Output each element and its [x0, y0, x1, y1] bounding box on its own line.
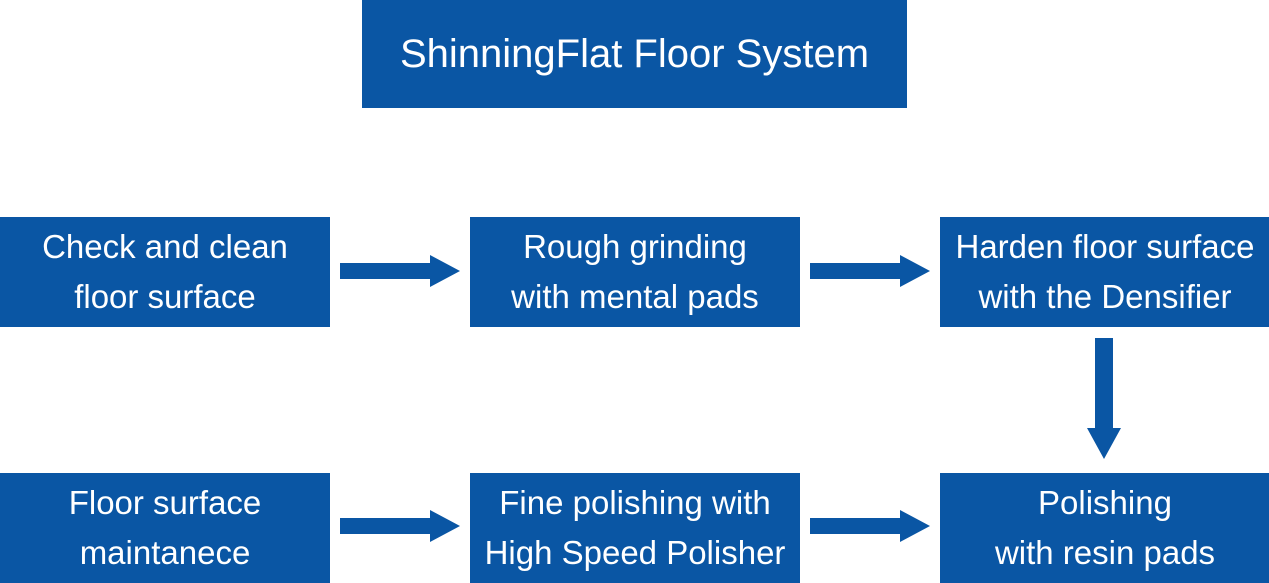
- step-line-1: Check and clean: [42, 228, 288, 265]
- step-maintenance: Floor surface maintanece: [0, 473, 330, 583]
- step-check-and-clean: Check and clean floor surface: [0, 217, 330, 327]
- step-text: Rough grinding with mental pads: [511, 222, 759, 322]
- diagram-title-text: ShinningFlat Floor System: [399, 31, 870, 76]
- step-line-1: Rough grinding: [523, 228, 747, 265]
- step-text: Floor surface maintanece: [69, 478, 262, 578]
- step-rough-grinding: Rough grinding with mental pads: [470, 217, 800, 327]
- diagram-title: ShinningFlat Floor System: [362, 0, 907, 108]
- step-line-1: Floor surface: [68, 484, 262, 521]
- step-line-2: with mental pads: [511, 278, 759, 315]
- step-line-2: floor surface: [74, 278, 256, 315]
- step-line-1: Harden floor surface: [955, 228, 1255, 265]
- step-line-2: maintanece: [79, 534, 251, 571]
- step-line-2: with the Densifier: [978, 278, 1232, 315]
- arrow-right-icon: [340, 510, 460, 542]
- step-text: Check and clean floor surface: [42, 222, 288, 322]
- arrow-right-icon: [810, 510, 930, 542]
- step-text: Fine polishing with High Speed Polisher: [485, 478, 786, 578]
- step-polishing-resin: Polishing with resin pads: [940, 473, 1269, 583]
- step-line-2: High Speed Polisher: [484, 534, 786, 571]
- step-line-1: Fine polishing with: [499, 484, 771, 521]
- step-harden-floor: Harden floor surface with the Densifier: [940, 217, 1269, 327]
- step-line-1: Polishing: [1038, 484, 1172, 521]
- step-text: Harden floor surface with the Densifier: [956, 222, 1255, 322]
- step-fine-polishing: Fine polishing with High Speed Polisher: [470, 473, 800, 583]
- arrow-right-icon: [340, 255, 460, 287]
- step-line-2: with resin pads: [994, 534, 1216, 571]
- arrow-down-icon: [1087, 338, 1121, 459]
- arrow-right-icon: [810, 255, 930, 287]
- step-text: Polishing with resin pads: [995, 478, 1215, 578]
